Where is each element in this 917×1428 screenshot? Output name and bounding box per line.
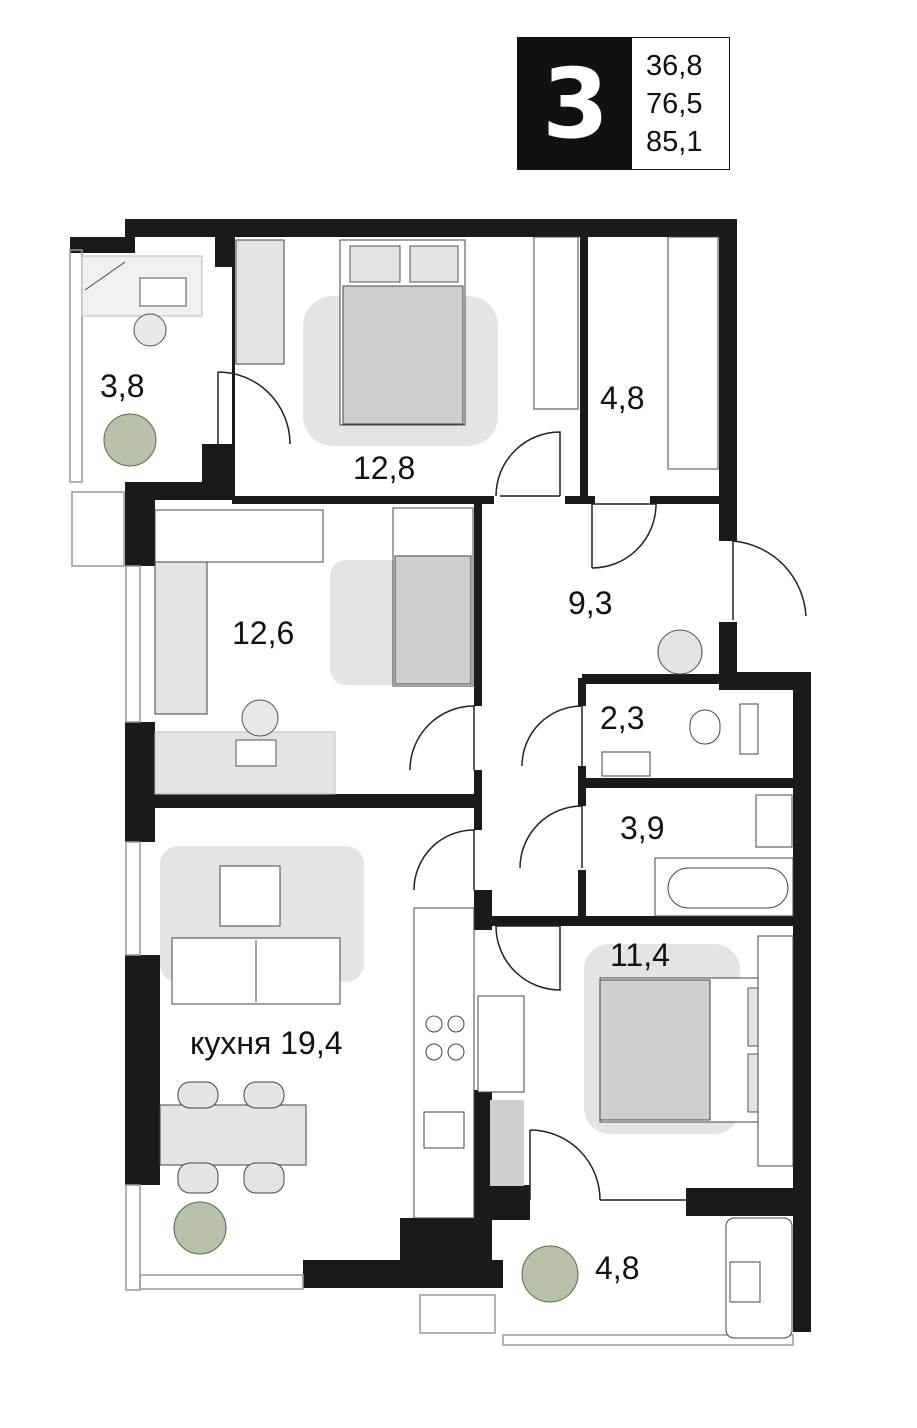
room-label-bathroom: 3,9 (620, 810, 665, 846)
room-label-bedroom-top: 12,8 (353, 450, 416, 486)
room-label-balcony-top: 3,8 (100, 368, 145, 404)
area-total-with-balcony: 85,1 (646, 125, 703, 158)
windows (69, 249, 794, 1346)
room-label-kitchen: кухня 19,4 (190, 1025, 343, 1061)
area-total: 76,5 (646, 87, 703, 120)
rooms-count-badge: 3 (517, 37, 632, 170)
walls (70, 219, 811, 1332)
area-living: 36,8 (646, 49, 703, 82)
doors (217, 371, 807, 1201)
room-label-wardrobe: 4,8 (600, 380, 645, 416)
plant-icon (103, 413, 579, 1303)
area-summary: 36,8 76,5 85,1 (632, 37, 730, 170)
room-label-toilet: 2,3 (600, 700, 645, 736)
room-label-hall: 9,3 (568, 585, 613, 621)
room-label-kids-room: 12,6 (232, 615, 295, 651)
furniture (81, 236, 794, 1339)
room-label-bedroom-bottom: 11,4 (610, 937, 670, 973)
room-label-balcony-bottom: 4,8 (595, 1250, 640, 1286)
